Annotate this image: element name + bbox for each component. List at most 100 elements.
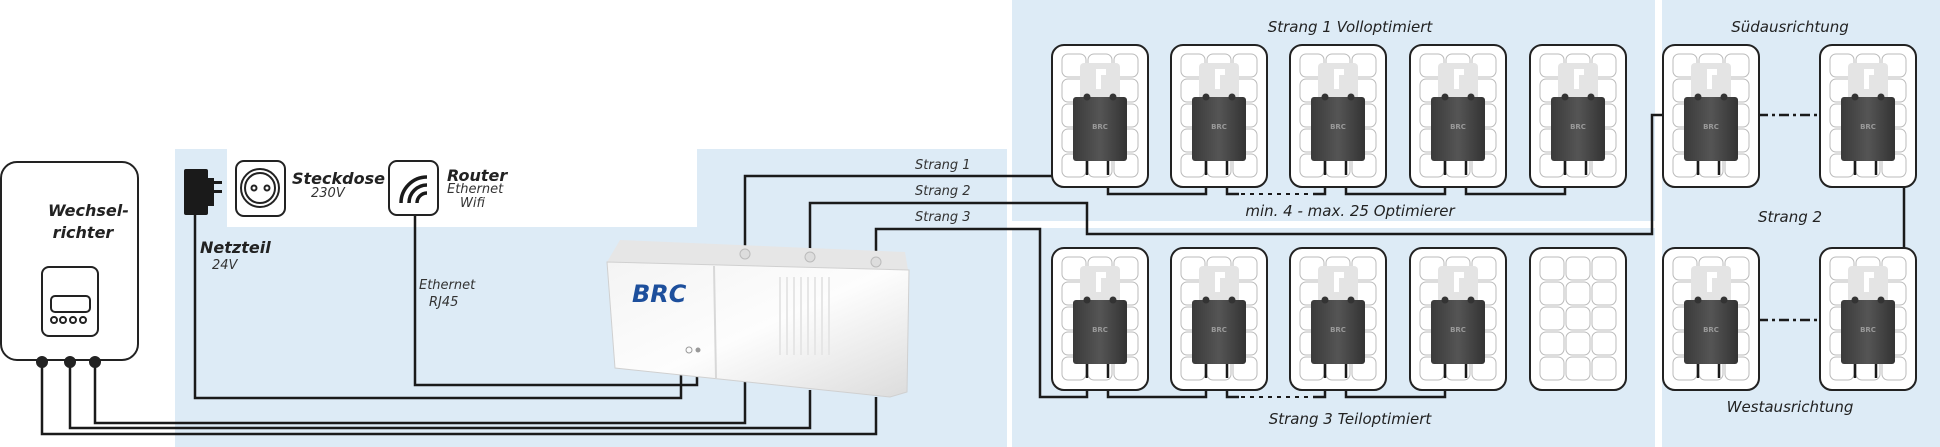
solar-panel: BRC [1409, 44, 1507, 188]
mount-screw [1321, 296, 1329, 304]
optimizer: BRC [1841, 266, 1895, 378]
mount-screw [1587, 93, 1595, 101]
bracket-hook-icon [1454, 69, 1464, 89]
bracket-hook-icon [1864, 69, 1874, 89]
optimizer-body [1192, 300, 1246, 364]
bracket-hook-icon [1864, 272, 1874, 292]
mount-screw [1347, 296, 1355, 304]
optimizer-body [1841, 97, 1895, 161]
optimizer: BRC [1841, 63, 1895, 175]
string3-title: Strang 3 Teiloptimiert [1268, 410, 1432, 428]
bracket-hook-icon [1707, 69, 1717, 89]
bracket-hook-icon [1215, 69, 1225, 89]
power-supply-voltage: 24V [212, 258, 238, 273]
mount-screw [1467, 93, 1475, 101]
south-orientation-label: Südausrichtung [1731, 18, 1849, 36]
mount-screw [1228, 296, 1236, 304]
string1-note: min. 4 - max. 25 Optimierer [1245, 202, 1455, 220]
solar-cell [1565, 306, 1591, 331]
mount-screw [1441, 296, 1449, 304]
solar-cell [1591, 256, 1617, 281]
mount-screw [1228, 93, 1236, 101]
ethernet-label-1: Ethernet [419, 278, 476, 293]
mount-screw [1202, 93, 1210, 101]
socket-title: Steckdose [292, 169, 385, 188]
strang1-wire [743, 160, 1089, 254]
solar-cell [1539, 256, 1565, 281]
router-title: Router [447, 166, 508, 185]
strang3-label: Strang 3 [915, 210, 971, 225]
mount-screw [1694, 93, 1702, 101]
optimizer-body [1311, 97, 1365, 161]
solar-panel: BRC [1662, 247, 1760, 391]
router-icon [388, 160, 439, 216]
optimizer: BRC [1684, 266, 1738, 378]
bracket-hook-icon [1574, 69, 1584, 89]
mount-screw [1877, 296, 1885, 304]
solar-panel: BRC [1051, 247, 1149, 391]
bracket-hook-icon [1334, 69, 1344, 89]
optimizer-brand: BRC [1092, 326, 1108, 334]
optimizer-body [1431, 97, 1485, 161]
optimizer: BRC [1551, 63, 1605, 175]
socket-voltage: 230V [311, 186, 345, 201]
optimizer-body [1684, 97, 1738, 161]
gateway-brand-logo: BRC [632, 280, 687, 308]
optimizer-brand: BRC [1211, 326, 1227, 334]
optimizer-brand: BRC [1860, 123, 1876, 131]
ethernet-label-2: RJ45 [429, 295, 459, 310]
optimizer-brand: BRC [1703, 123, 1719, 131]
strang2-wire [808, 113, 1663, 256]
mount-screw [1083, 296, 1091, 304]
solar-panel: BRC [1289, 44, 1387, 188]
solar-cell [1539, 281, 1565, 306]
mains-area [227, 149, 697, 227]
mount-screw [1202, 296, 1210, 304]
solar-cell [1565, 331, 1591, 356]
optimizer: BRC [1311, 63, 1365, 175]
optimizer-body [1073, 300, 1127, 364]
optimizer-brand: BRC [1570, 123, 1586, 131]
solar-panel: BRC [1819, 247, 1917, 391]
optimizer-brand: BRC [1450, 123, 1466, 131]
solar-cell [1539, 331, 1565, 356]
bracket-hook-icon [1215, 272, 1225, 292]
solar-panel: BRC [1051, 44, 1149, 188]
optimizer-body [1841, 300, 1895, 364]
optimizer-brand: BRC [1092, 123, 1108, 131]
mount-screw [1441, 93, 1449, 101]
optimizer-brand: BRC [1703, 326, 1719, 334]
inverter-wire-3 [40, 362, 878, 436]
optimizer: BRC [1073, 266, 1127, 378]
mount-screw [1877, 93, 1885, 101]
solar-cell [1539, 356, 1565, 381]
solar-panel: BRC [1662, 44, 1760, 188]
optimizer-body [1551, 97, 1605, 161]
optimizer-body [1684, 300, 1738, 364]
mount-screw [1109, 296, 1117, 304]
optimizer-body [1431, 300, 1485, 364]
inverter-label: Wechsel- richter [48, 200, 129, 244]
mount-screw [1109, 93, 1117, 101]
inverter-title-1: Wechsel- [48, 201, 129, 220]
optimizer-body [1073, 97, 1127, 161]
mount-screw [1347, 93, 1355, 101]
solar-panel: BRC [1170, 247, 1268, 391]
mount-screw [1851, 296, 1859, 304]
optimizer: BRC [1073, 63, 1127, 175]
power-supply-icon [184, 169, 222, 215]
inverter-wire-2 [68, 362, 812, 430]
string1-title: Strang 1 Volloptimiert [1267, 18, 1433, 36]
solar-cell [1565, 281, 1591, 306]
solar-panel: BRC [1170, 44, 1268, 188]
bracket-hook-icon [1454, 272, 1464, 292]
solar-cell [1591, 281, 1617, 306]
optimizer: BRC [1431, 266, 1485, 378]
socket-icon [235, 160, 286, 217]
optimizer-brand: BRC [1330, 123, 1346, 131]
optimizer-brand: BRC [1330, 326, 1346, 334]
solar-cell [1565, 356, 1591, 381]
mount-screw [1851, 93, 1859, 101]
inverter-title-2: richter [52, 223, 114, 242]
